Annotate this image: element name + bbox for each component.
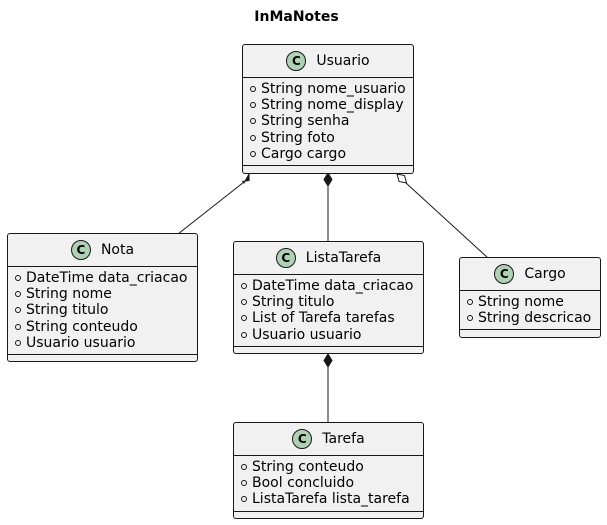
public-visibility-icon — [15, 291, 21, 298]
public-visibility-icon — [250, 102, 256, 109]
class-listatarefa-header: C ListaTarefa — [234, 242, 423, 275]
class-badge-icon: C — [286, 51, 307, 71]
class-badge-icon: C — [275, 248, 296, 268]
public-visibility-icon — [241, 331, 247, 338]
attribute: String nome_display — [243, 97, 413, 113]
class-name: Tarefa — [322, 431, 365, 447]
attribute: String conteudo — [8, 319, 197, 335]
class-tarefa: C Tarefa String conteudo Bool concluido … — [233, 422, 424, 519]
attribute: String senha — [243, 113, 413, 129]
public-visibility-icon — [467, 315, 473, 322]
attribute: String foto — [243, 130, 413, 146]
attribute: String nome — [460, 294, 600, 310]
public-visibility-icon — [241, 315, 247, 322]
attribute: DateTime data_criacao — [234, 278, 423, 294]
class-nota: C Nota DateTime data_criacao String nome… — [7, 233, 198, 362]
public-visibility-icon — [250, 86, 256, 93]
public-visibility-icon — [15, 323, 21, 330]
class-nota-attributes: DateTime data_criacao String nome String… — [8, 267, 197, 355]
public-visibility-icon — [15, 275, 21, 282]
public-visibility-icon — [250, 134, 256, 141]
composition-diamond-icon — [323, 353, 333, 368]
relation-usuario-nota — [177, 181, 245, 235]
relation-usuario-cargo — [405, 182, 489, 259]
public-visibility-icon — [250, 118, 256, 125]
attribute: String titulo — [8, 302, 197, 318]
attribute: List of Tarefa tarefas — [234, 310, 423, 326]
attribute: DateTime data_criacao — [8, 270, 197, 286]
composition-diamond-icon — [323, 172, 333, 187]
public-visibility-icon — [241, 480, 247, 487]
class-badge-icon: C — [494, 264, 515, 284]
public-visibility-icon — [241, 464, 247, 471]
class-name: ListaTarefa — [305, 250, 382, 266]
class-badge-icon: C — [292, 429, 313, 449]
attribute: ListaTarefa lista_tarefa — [234, 491, 423, 507]
public-visibility-icon — [250, 150, 256, 157]
class-badge-icon: C — [70, 240, 91, 260]
class-cargo-attributes: String nome String descricao — [460, 291, 600, 331]
attribute: Usuario usuario — [8, 335, 197, 351]
attribute: String titulo — [234, 294, 423, 310]
attribute: String conteudo — [234, 459, 423, 475]
class-name: Usuario — [316, 53, 370, 69]
class-nota-header: C Nota — [8, 234, 197, 267]
class-cargo: C Cargo String nome String descricao — [459, 257, 601, 338]
class-listatarefa-attributes: DateTime data_criacao String titulo List… — [234, 275, 423, 347]
diagram-title: InMaNotes — [254, 9, 339, 25]
public-visibility-icon — [241, 496, 247, 503]
class-tarefa-header: C Tarefa — [234, 423, 423, 456]
class-tarefa-attributes: String conteudo Bool concluido ListaTare… — [234, 456, 423, 512]
public-visibility-icon — [241, 299, 247, 306]
attribute: String descricao — [460, 310, 600, 326]
class-name: Cargo — [524, 266, 566, 282]
public-visibility-icon — [15, 339, 21, 346]
public-visibility-icon — [15, 307, 21, 314]
attribute: Bool concluido — [234, 475, 423, 491]
class-cargo-header: C Cargo — [460, 258, 600, 291]
attribute: String nome — [8, 286, 197, 302]
class-name: Nota — [100, 242, 135, 258]
attribute: String nome_usuario — [243, 81, 413, 97]
public-visibility-icon — [467, 299, 473, 306]
class-usuario: C Usuario String nome_usuario String nom… — [242, 44, 414, 174]
attribute: Usuario usuario — [234, 327, 423, 343]
attribute: Cargo cargo — [243, 146, 413, 162]
class-listatarefa: C ListaTarefa DateTime data_criacao Stri… — [233, 241, 424, 354]
composition-diamond-icon — [241, 172, 250, 184]
public-visibility-icon — [241, 283, 247, 290]
class-usuario-attributes: String nome_usuario String nome_display … — [243, 78, 413, 166]
aggregation-diamond-icon — [396, 173, 408, 184]
class-usuario-header: C Usuario — [243, 45, 413, 78]
